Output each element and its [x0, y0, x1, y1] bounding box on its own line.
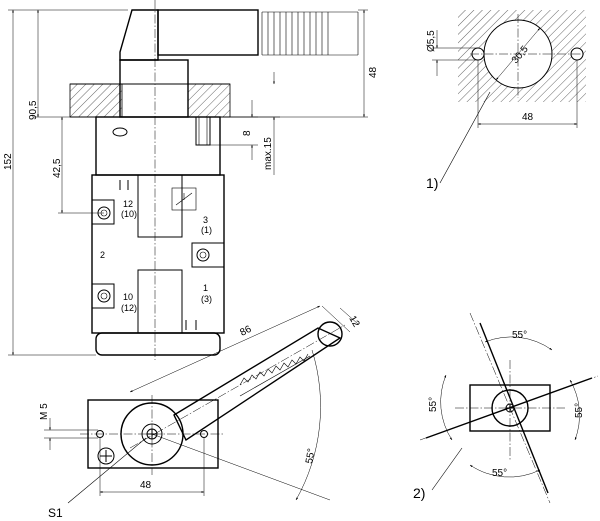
angle-bottom-text: 55° [492, 468, 507, 479]
detail-1-leader [439, 91, 491, 184]
dim-max15: max.15 [224, 72, 280, 175]
dim-m5-text: M 5 [39, 403, 50, 420]
port-1-alt-label: (3) [201, 294, 212, 304]
top-view: 86 12 M 5 48 55° S1 [39, 305, 362, 520]
dim-86-text: 86 [238, 324, 253, 339]
port-2-label: 2 [100, 250, 105, 260]
detail-1: Ø5,5 30,5 48 1) [426, 10, 586, 191]
dim-90-5-text: 90,5 [28, 100, 39, 120]
dim-hole-spacing: 48 [477, 60, 578, 128]
dim-42-5: 42,5 [52, 116, 104, 214]
s1-screw [97, 447, 115, 465]
port-10-hole [91, 283, 115, 309]
dim-48-base: 48 [99, 438, 205, 496]
valve-body [91, 116, 225, 356]
dim-42-5-text: 42,5 [52, 158, 63, 178]
dim-max15-text: max.15 [263, 137, 274, 170]
front-view: 12 (10) 3 (1) 2 1 (3) 10 (12) 152 90,5 4… [3, 0, 379, 360]
dim-90-5: 90,5 [28, 9, 96, 120]
dim-152-text: 152 [3, 153, 14, 170]
port-10-alt-label: (12) [121, 303, 137, 313]
dim-48-lever: 48 [230, 9, 379, 118]
dim-swing: 55° [151, 349, 331, 501]
port-12-alt-label: (10) [121, 209, 137, 219]
port-3-hole [191, 242, 225, 268]
port-12-hole [91, 199, 115, 225]
angle-left-text: 55° [428, 397, 439, 412]
detail-2-leader [431, 447, 463, 491]
port-3-alt-label: (1) [201, 225, 212, 235]
s1-leader [67, 437, 147, 504]
dim-8-text: 8 [242, 130, 253, 136]
port-3-label: 3 [203, 215, 208, 225]
port-12-label: 12 [123, 199, 133, 209]
detail-2: 55° 55° 55° 55° 2) [413, 312, 599, 504]
dim-48-lever-text: 48 [368, 66, 379, 78]
grip-ribs [261, 12, 329, 55]
dim-48-base-text: 48 [140, 480, 152, 491]
dim-12-text: 12 [346, 314, 361, 330]
lever-head [119, 9, 359, 118]
dim-12: 12 [321, 305, 362, 333]
dim-152: 152 [3, 9, 128, 356]
lever-arm [173, 321, 343, 442]
s1-label: S1 [48, 506, 63, 520]
port-10-label: 10 [123, 292, 133, 302]
angle-right-text: 55° [574, 403, 585, 418]
dim-hole-spacing-text: 48 [522, 112, 534, 123]
dim-m5: M 5 [39, 403, 98, 450]
detail-2-label: 2) [413, 485, 425, 501]
port-1-label: 1 [203, 283, 208, 293]
dim-86: 86 [129, 305, 321, 393]
detail-1-label: 1) [426, 175, 438, 191]
dim-swing-text: 55° [304, 448, 317, 465]
mounting-plate-right [187, 83, 231, 118]
lever-positions [419, 312, 599, 504]
mounting-plate-left [69, 83, 123, 118]
dim-hole-diameter-text: Ø5,5 [426, 30, 437, 52]
dim-hole-diameter: Ø5,5 [426, 30, 478, 76]
angle-top-text: 55° [512, 330, 527, 341]
